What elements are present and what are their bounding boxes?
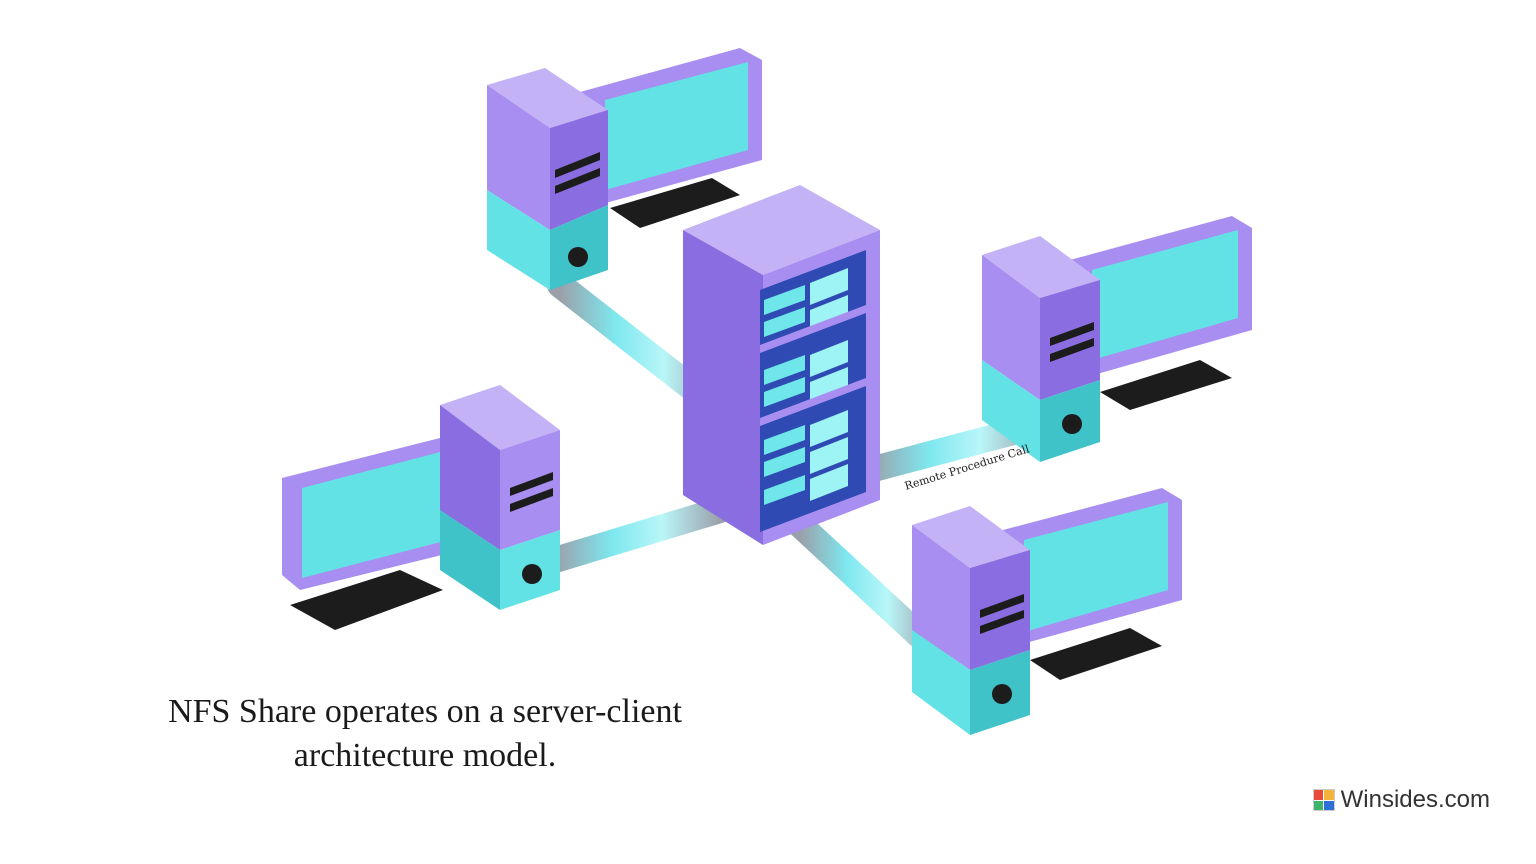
desktop-computer-icon <box>982 216 1252 462</box>
diagram-caption: NFS Share operates on a server-client ar… <box>130 690 720 778</box>
cable-left <box>542 497 733 573</box>
desktop-computer-icon <box>487 48 762 290</box>
brand-watermark: Winsides.com <box>1312 786 1490 814</box>
winsides-logo-icon <box>1312 789 1335 811</box>
brand-text: Winsides.com <box>1340 786 1490 813</box>
desktop-computer-icon <box>912 488 1182 735</box>
server-rack-icon <box>683 185 880 545</box>
desktop-computer-icon <box>282 385 560 630</box>
caption-line-1: NFS Share operates on a server-client <box>168 693 682 730</box>
caption-line-2: architecture model. <box>293 737 557 774</box>
